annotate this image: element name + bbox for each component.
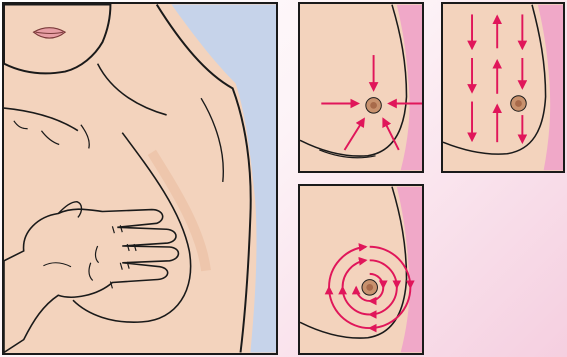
circular-arrows-svg: [300, 186, 422, 353]
strip-arrows-svg: [443, 4, 563, 171]
radial-arrows-illustration: [298, 2, 424, 173]
main-illustration-svg: [4, 4, 276, 353]
radial-arrows-svg: [300, 4, 422, 171]
circular-arrows-illustration: [298, 184, 424, 355]
hand-on-breast-illustration: [2, 2, 278, 355]
vertical-strip-arrows-illustration: [441, 2, 565, 173]
